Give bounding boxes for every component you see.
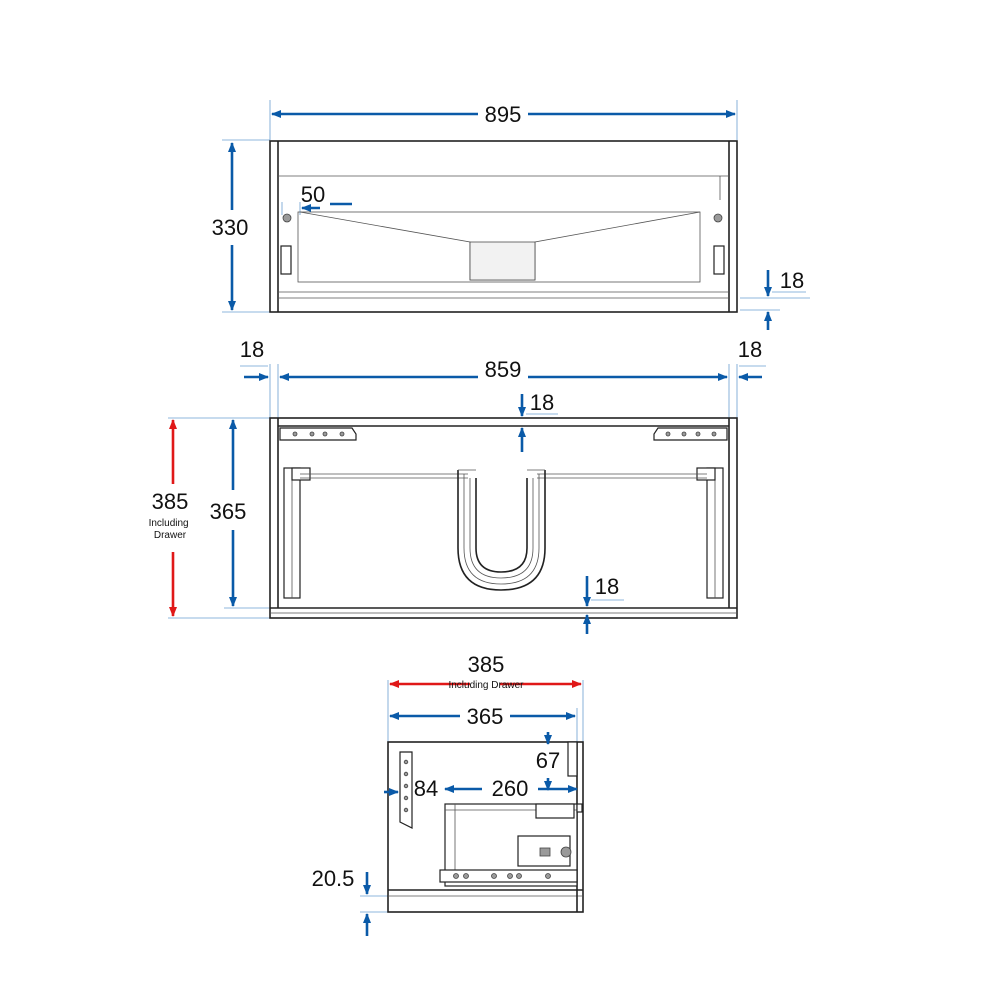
top-right-side-label: 18 [738, 337, 762, 362]
top-depth-total-label: 385 [152, 489, 189, 514]
top-left-side-label: 18 [240, 337, 264, 362]
side-cabinet-outline [387, 741, 584, 913]
top-depth-total-note: Including Drawer [149, 518, 192, 541]
side-bracket-label: 84 [414, 776, 438, 801]
front-height-label: 330 [212, 215, 249, 240]
side-depth-total-note: Including Drawer [448, 680, 524, 691]
top-view: 18 859 18 18 18 385 Including Drawer 365 [149, 337, 766, 634]
front-bottom-panel-label: 18 [780, 268, 804, 293]
top-depth-label: 365 [210, 499, 247, 524]
top-right-bracket [653, 427, 728, 441]
front-cabinet-outline [269, 140, 738, 313]
front-left-hinge [280, 213, 292, 275]
top-right-runner [696, 467, 724, 599]
top-depth-note-line1: Including [149, 518, 189, 529]
side-depth-total-label: 385 [468, 652, 505, 677]
front-right-hinge [713, 213, 725, 275]
top-front-panel-label: 18 [595, 574, 619, 599]
top-back-panel-label: 18 [530, 390, 554, 415]
front-offset-label: 50 [301, 182, 325, 207]
side-depth-label: 365 [467, 704, 504, 729]
trap-cutout [457, 469, 546, 591]
side-view: 385 Including Drawer 365 67 84 260 20.5 [312, 652, 584, 936]
side-drawer-box [439, 803, 583, 887]
top-left-runner [283, 467, 311, 599]
side-base-label: 20.5 [312, 866, 355, 891]
front-width-label: 895 [485, 102, 522, 127]
side-drawer-depth-label: 260 [492, 776, 529, 801]
top-left-bracket [279, 427, 357, 441]
side-mounting-bracket [399, 751, 413, 829]
top-inner-width-label: 859 [485, 357, 522, 382]
top-cabinet-outline [269, 417, 738, 619]
top-depth-note-line2: Drawer [154, 530, 187, 541]
side-top-gap-label: 67 [536, 748, 560, 773]
front-view: 895 330 50 18 [212, 100, 810, 330]
